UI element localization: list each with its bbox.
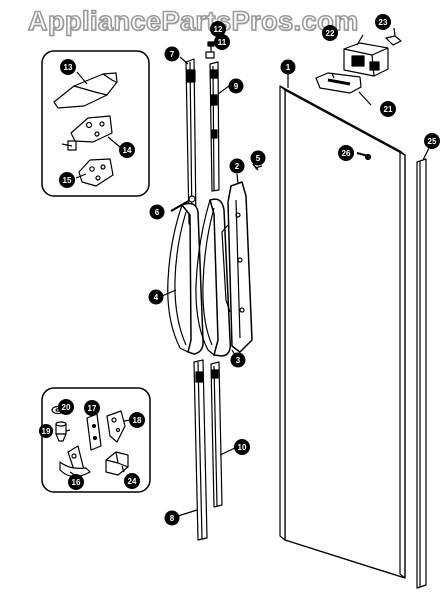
svg-text:16: 16 bbox=[72, 478, 81, 487]
svg-text:2: 2 bbox=[235, 162, 240, 171]
callout-8: 8 bbox=[164, 510, 180, 526]
svg-text:7: 7 bbox=[170, 50, 175, 59]
svg-text:18: 18 bbox=[133, 416, 142, 425]
svg-text:19: 19 bbox=[42, 427, 51, 436]
svg-text:25: 25 bbox=[428, 137, 437, 146]
callout-25: 25 bbox=[424, 133, 440, 149]
hinge-cam-part bbox=[105, 451, 129, 476]
hinge-pin-part bbox=[55, 421, 67, 442]
svg-text:15: 15 bbox=[63, 176, 72, 185]
upper-handle-trim bbox=[185, 58, 197, 225]
callout-6: 6 bbox=[149, 204, 165, 220]
callout-13: 13 bbox=[60, 59, 76, 75]
callout-9: 9 bbox=[228, 78, 244, 94]
hinge-bracket-part bbox=[78, 158, 114, 187]
door-handle-front bbox=[167, 202, 204, 355]
svg-text:10: 10 bbox=[238, 443, 247, 452]
svg-text:21: 21 bbox=[384, 105, 393, 114]
svg-text:13: 13 bbox=[64, 63, 73, 72]
svg-text:3: 3 bbox=[236, 356, 241, 365]
svg-text:6: 6 bbox=[155, 208, 160, 217]
callout-5: 5 bbox=[250, 150, 266, 166]
callout-24: 24 bbox=[124, 473, 140, 489]
callout-10: 10 bbox=[234, 439, 250, 455]
callout-17: 17 bbox=[84, 400, 100, 416]
callout-14: 14 bbox=[119, 142, 135, 158]
handle-screw-small bbox=[252, 163, 263, 171]
watermark-logo: AppliancePartsPros.com bbox=[27, 5, 359, 37]
upper-trim-strip bbox=[209, 61, 220, 192]
door-handle-bracket bbox=[221, 181, 253, 353]
callout-11: 11 bbox=[214, 34, 230, 50]
svg-text:26: 26 bbox=[342, 149, 351, 158]
callout-12: 12 bbox=[210, 21, 226, 37]
hinge-spacer-part bbox=[86, 413, 102, 451]
svg-text:5: 5 bbox=[256, 154, 261, 163]
callout-15: 15 bbox=[59, 172, 75, 188]
door-stop-part bbox=[315, 72, 362, 94]
svg-text:4: 4 bbox=[154, 293, 159, 302]
small-screw-part bbox=[205, 41, 215, 59]
callout-7: 7 bbox=[164, 46, 180, 62]
hinge-plate-part bbox=[61, 115, 113, 151]
lower-trim-strip bbox=[210, 361, 223, 508]
callout-23: 23 bbox=[375, 14, 391, 30]
handle-screw-long bbox=[170, 195, 196, 212]
door-screw-part bbox=[356, 152, 372, 161]
svg-text:9: 9 bbox=[234, 82, 239, 91]
callout-4: 4 bbox=[148, 289, 164, 305]
svg-text:8: 8 bbox=[170, 514, 175, 523]
svg-text:1: 1 bbox=[286, 63, 291, 72]
svg-text:24: 24 bbox=[128, 477, 137, 486]
callout-2: 2 bbox=[229, 158, 245, 174]
callout-21: 21 bbox=[380, 101, 396, 117]
callout-22: 22 bbox=[322, 25, 338, 41]
svg-text:14: 14 bbox=[123, 146, 132, 155]
callout-26: 26 bbox=[338, 145, 354, 161]
lower-hinge-part bbox=[59, 445, 91, 479]
inset-hinge-parts-box bbox=[41, 50, 150, 197]
callout-19: 19 bbox=[39, 424, 53, 438]
door-handle-middle bbox=[195, 198, 232, 357]
svg-text:17: 17 bbox=[88, 404, 97, 413]
door-gasket-strip bbox=[416, 158, 427, 589]
hinge-cover-part bbox=[53, 72, 118, 109]
callout-18: 18 bbox=[129, 412, 145, 428]
svg-text:12: 12 bbox=[214, 25, 223, 34]
spring-clip-part bbox=[385, 35, 402, 46]
door-panel bbox=[279, 85, 406, 579]
inset-lower-hinge-box bbox=[41, 387, 151, 493]
callout-16: 16 bbox=[68, 474, 84, 490]
hinge-support-part bbox=[106, 410, 126, 443]
svg-text:11: 11 bbox=[218, 38, 227, 47]
svg-text:23: 23 bbox=[379, 18, 388, 27]
callout-20: 20 bbox=[58, 399, 74, 415]
callout-3: 3 bbox=[230, 352, 246, 368]
lower-handle-trim bbox=[193, 359, 208, 541]
svg-text:20: 20 bbox=[62, 403, 71, 412]
callout-1: 1 bbox=[280, 59, 296, 75]
door-closer-assembly bbox=[343, 42, 389, 77]
svg-text:22: 22 bbox=[326, 29, 335, 38]
